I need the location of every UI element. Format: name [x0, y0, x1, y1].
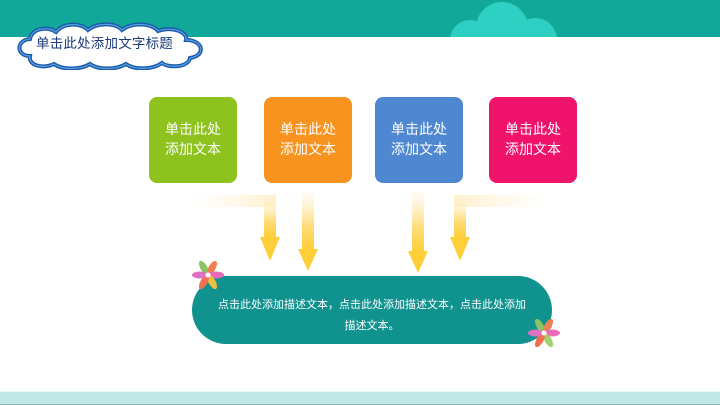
box-text-line1: 单击此处 — [280, 122, 336, 138]
box-text-line1: 单击此处 — [391, 122, 447, 138]
text-box-orange[interactable]: 单击此处 添加文本 — [264, 97, 352, 183]
header-cloud-icon — [450, 2, 557, 37]
text-box-blue[interactable]: 单击此处 添加文本 — [375, 97, 463, 183]
box-text-line2: 添加文本 — [391, 142, 447, 158]
box-text-line2: 添加文本 — [165, 142, 221, 158]
box-text-line1: 单击此处 — [165, 122, 221, 138]
footer-band — [0, 391, 720, 405]
flower-icon — [192, 260, 224, 290]
box-text-line1: 单击此处 — [505, 122, 561, 138]
down-arrow-icons — [190, 191, 550, 273]
box-text-line2: 添加文本 — [505, 142, 561, 158]
description-box[interactable]: 点击此处添加描述文本，点击此处添加描述文本，点击此处添加 描述文本。 — [192, 276, 552, 344]
description-line2: 描述文本。 — [344, 319, 400, 332]
text-box-pink[interactable]: 单击此处 添加文本 — [489, 97, 577, 183]
slide-title[interactable]: 单击此处添加文字标题 — [36, 36, 173, 52]
box-text-line2: 添加文本 — [280, 142, 336, 158]
description-line1: 点击此处添加描述文本，点击此处添加描述文本，点击此处添加 — [218, 298, 526, 311]
flower-icon — [528, 318, 560, 348]
text-box-green[interactable]: 单击此处 添加文本 — [149, 97, 237, 183]
title-cloud-icon — [17, 22, 203, 70]
